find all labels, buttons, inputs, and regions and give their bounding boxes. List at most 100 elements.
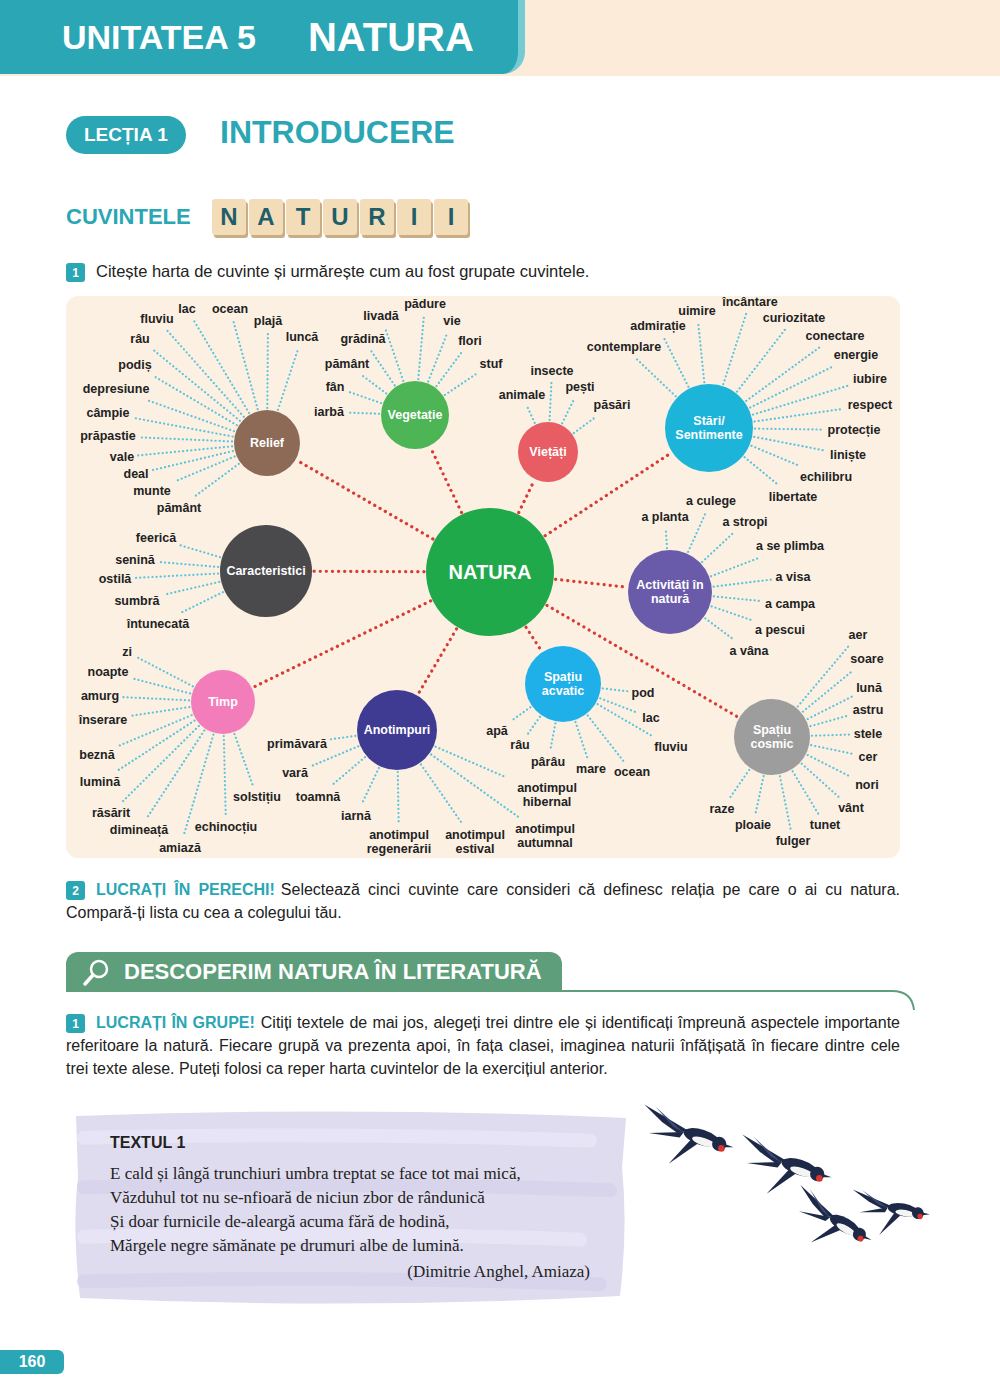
leader-line (528, 717, 540, 734)
leader-line (371, 350, 395, 385)
circle-fill (357, 690, 437, 770)
map-word: conectare (805, 329, 864, 343)
map-word: uimire (678, 304, 716, 318)
leader-line (428, 332, 447, 381)
leader-line (117, 721, 194, 771)
map-word: râu (510, 738, 529, 752)
map-word: flori (458, 334, 482, 348)
map-word: anotimpul hibernal (507, 781, 587, 810)
poem-panel: TEXTUL 1E cald și lângă trunchiuri umbra… (70, 1108, 630, 1306)
map-word: a planta (641, 510, 688, 524)
map-word: grădină (340, 332, 385, 346)
map-word: tunet (810, 818, 841, 832)
letter-tile: U (323, 199, 357, 235)
leader-line (194, 464, 239, 497)
leader-line (712, 606, 751, 620)
map-word: a culege (686, 494, 736, 508)
leader-line (811, 745, 854, 754)
circle-fill (525, 646, 601, 722)
map-word: dimineață (110, 823, 168, 837)
topic-circle: NATURA (426, 508, 554, 636)
leader-line (138, 446, 232, 455)
leader-line (512, 707, 531, 720)
letter-tile: T (286, 199, 320, 235)
leader-line (574, 416, 597, 433)
leader-line (436, 352, 461, 386)
topic-label: NATURA (449, 561, 532, 584)
leader-line (750, 366, 833, 407)
leader-line (436, 747, 505, 777)
leader-line (266, 332, 269, 408)
leader-line (730, 770, 749, 798)
leader-line (136, 657, 193, 687)
map-word: primăvară (267, 737, 327, 751)
map-word: pești (565, 380, 594, 394)
circle-fill (234, 410, 300, 476)
leader-line (714, 596, 761, 601)
map-word: insecte (530, 364, 573, 378)
map-word: vie (443, 314, 460, 328)
map-word: ploaie (735, 818, 771, 832)
map-word: munte (133, 484, 171, 498)
letter-tile: A (249, 199, 283, 235)
map-word: a vâna (730, 644, 769, 658)
leader-line (698, 322, 704, 382)
leader-line (385, 327, 403, 381)
leader-line (550, 723, 555, 751)
map-word: astru (853, 703, 884, 717)
leader-line (714, 580, 772, 587)
leader-line (755, 776, 763, 814)
node-text: Văzduhul tot nu se-nfioară de niciun zbo… (110, 1186, 600, 1210)
leader-line (331, 757, 365, 786)
leader-line (780, 776, 791, 830)
leader-line (754, 437, 826, 451)
circle-fill (191, 670, 255, 734)
leader-line (122, 726, 199, 802)
leader-line (421, 764, 462, 823)
leader-line (233, 320, 258, 409)
leader-line (702, 533, 733, 562)
leader-line (348, 413, 379, 414)
leader-line (181, 592, 223, 613)
leader-line (331, 736, 356, 739)
map-word: pământ (157, 501, 201, 515)
node-text: LECȚIA 1 (84, 124, 168, 146)
map-word: admirație (630, 319, 686, 333)
leader-line (445, 374, 476, 395)
map-panel (66, 296, 900, 858)
map-connector (297, 461, 433, 539)
map-word: luncă (286, 330, 319, 344)
map-word: beznă (79, 748, 114, 762)
map-word: iubire (853, 372, 887, 386)
leader-line (361, 768, 379, 805)
leader-line (723, 313, 746, 384)
map-word: a pescui (755, 623, 805, 637)
node-text: A (257, 205, 274, 229)
exercise-cue: LUCRAȚI ÎN GRUPE! (96, 1014, 255, 1031)
map-word: noapte (88, 665, 129, 679)
topic-label: Spațiu acvatic (529, 670, 597, 699)
unit-header-band: UNITATEA 5NATURA (0, 0, 525, 74)
map-word: amiază (159, 841, 201, 855)
topic-circle: Stări/ Sentimente (665, 384, 753, 472)
map-word: vânt (838, 801, 864, 815)
map-word: răsărit (92, 806, 130, 820)
leader-line (140, 437, 232, 441)
map-word: a se plimba (756, 539, 824, 553)
map-word: pădure (404, 297, 446, 311)
map-word: contemplare (587, 340, 661, 354)
leader-line (123, 697, 189, 700)
leader-line (588, 715, 624, 760)
map-word: pod (632, 686, 655, 700)
leader-line (164, 582, 220, 595)
map-word: lună (856, 681, 882, 695)
topic-label: Anotimpuri (364, 723, 431, 737)
topic-circle: Spațiu acvatic (525, 646, 601, 722)
leader-line (811, 715, 849, 726)
map-word: lac (178, 302, 195, 316)
leader-line (751, 446, 799, 466)
exercise-paragraph: LUCRAȚI ÎN PERECHI!Selectează cinci cuvi… (66, 878, 900, 924)
lesson-pill: LECȚIA 1 (66, 116, 186, 154)
map-word: depresiune (83, 382, 150, 396)
header-ground (0, 0, 1000, 76)
